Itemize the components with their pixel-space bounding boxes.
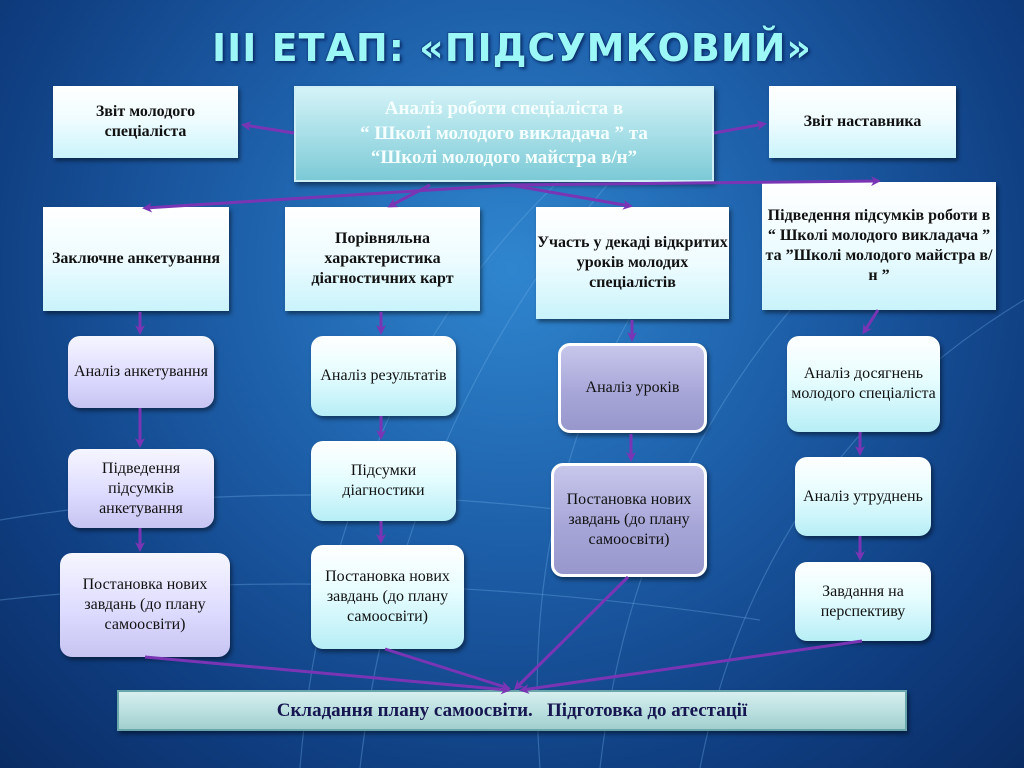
column-1-step-3: Постановка нових завдань (до плану самоо… (60, 553, 230, 657)
column-1-step-1: Аналіз анкетування (68, 336, 214, 408)
column-2-step-1-label: Аналіз результатів (320, 367, 447, 384)
column-1-step-2-label: Підведення підсумків анкетування (99, 459, 183, 517)
column-1-step-2: Підведення підсумків анкетування (68, 449, 214, 528)
column-2-step-1: Аналіз результатів (311, 336, 456, 416)
column-3-step-1-label: Аналіз уроків (585, 379, 680, 396)
column-2-step-3-label: Постановка нових завдань (до плану самоо… (325, 568, 450, 625)
column-1-step-3-label: Постановка нових завдань (до плану самоо… (82, 576, 208, 633)
column-3-header: Участь у декаді відкритих уроків молодих… (536, 207, 729, 319)
analysis-main-box: Аналіз роботи спеціаліста в “ Школі моло… (294, 86, 714, 182)
column-4-header-label: Підведення підсумків роботи в “ Школі мо… (765, 207, 993, 284)
final-plan-bar: Складання плану самоосвіти. Підготовка д… (117, 690, 907, 731)
column-2-header: Порівняльна характеристика діагностичних… (285, 207, 480, 311)
column-4-step-2-label: Аналіз утруднень (803, 487, 923, 505)
young-specialist-report: Звіт молодого спеціаліста (53, 86, 238, 158)
column-2-step-2-label: Підсумки діагностики (342, 462, 425, 499)
column-3-step-2-label: Постановка нових завдань (до плану самоо… (566, 491, 692, 548)
analysis-main-label: Аналіз роботи спеціаліста в “ Школі моло… (360, 97, 648, 169)
page-title: III ЕТАП: «ПІДСУМКОВИЙ» (212, 26, 812, 70)
mentor-report-label: Звіт наставника (803, 113, 922, 130)
column-4-step-2: Аналіз утруднень (795, 457, 931, 536)
column-4-step-3: Завдання на перспективу (795, 562, 931, 641)
column-4-step-1: Аналіз досягнень молодого спеціаліста (787, 336, 940, 432)
column-1-step-1-label: Аналіз анкетування (74, 363, 208, 380)
column-3-step-1: Аналіз уроків (558, 343, 707, 433)
column-4-step-1-label: Аналіз досягнень молодого спеціаліста (791, 365, 936, 402)
young-specialist-report-label: Звіт молодого спеціаліста (95, 103, 196, 140)
mentor-report: Звіт наставника (769, 86, 956, 158)
column-1-header: Заключне анкетування (43, 207, 229, 311)
column-3-step-2: Постановка нових завдань (до плану самоо… (551, 463, 707, 577)
column-2-header-label: Порівняльна характеристика діагностичних… (311, 230, 454, 287)
column-1-header-label: Заключне анкетування (51, 250, 221, 267)
column-4-step-3-label: Завдання на перспективу (820, 582, 906, 620)
column-2-step-2: Підсумки діагностики (311, 441, 456, 521)
column-3-header-label: Участь у декаді відкритих уроків молодих… (537, 234, 728, 291)
column-2-step-3: Постановка нових завдань (до плану самоо… (311, 545, 464, 649)
column-4-header: Підведення підсумків роботи в “ Школі мо… (762, 182, 996, 310)
final-plan-label: Складання плану самоосвіти. Підготовка д… (276, 699, 748, 721)
